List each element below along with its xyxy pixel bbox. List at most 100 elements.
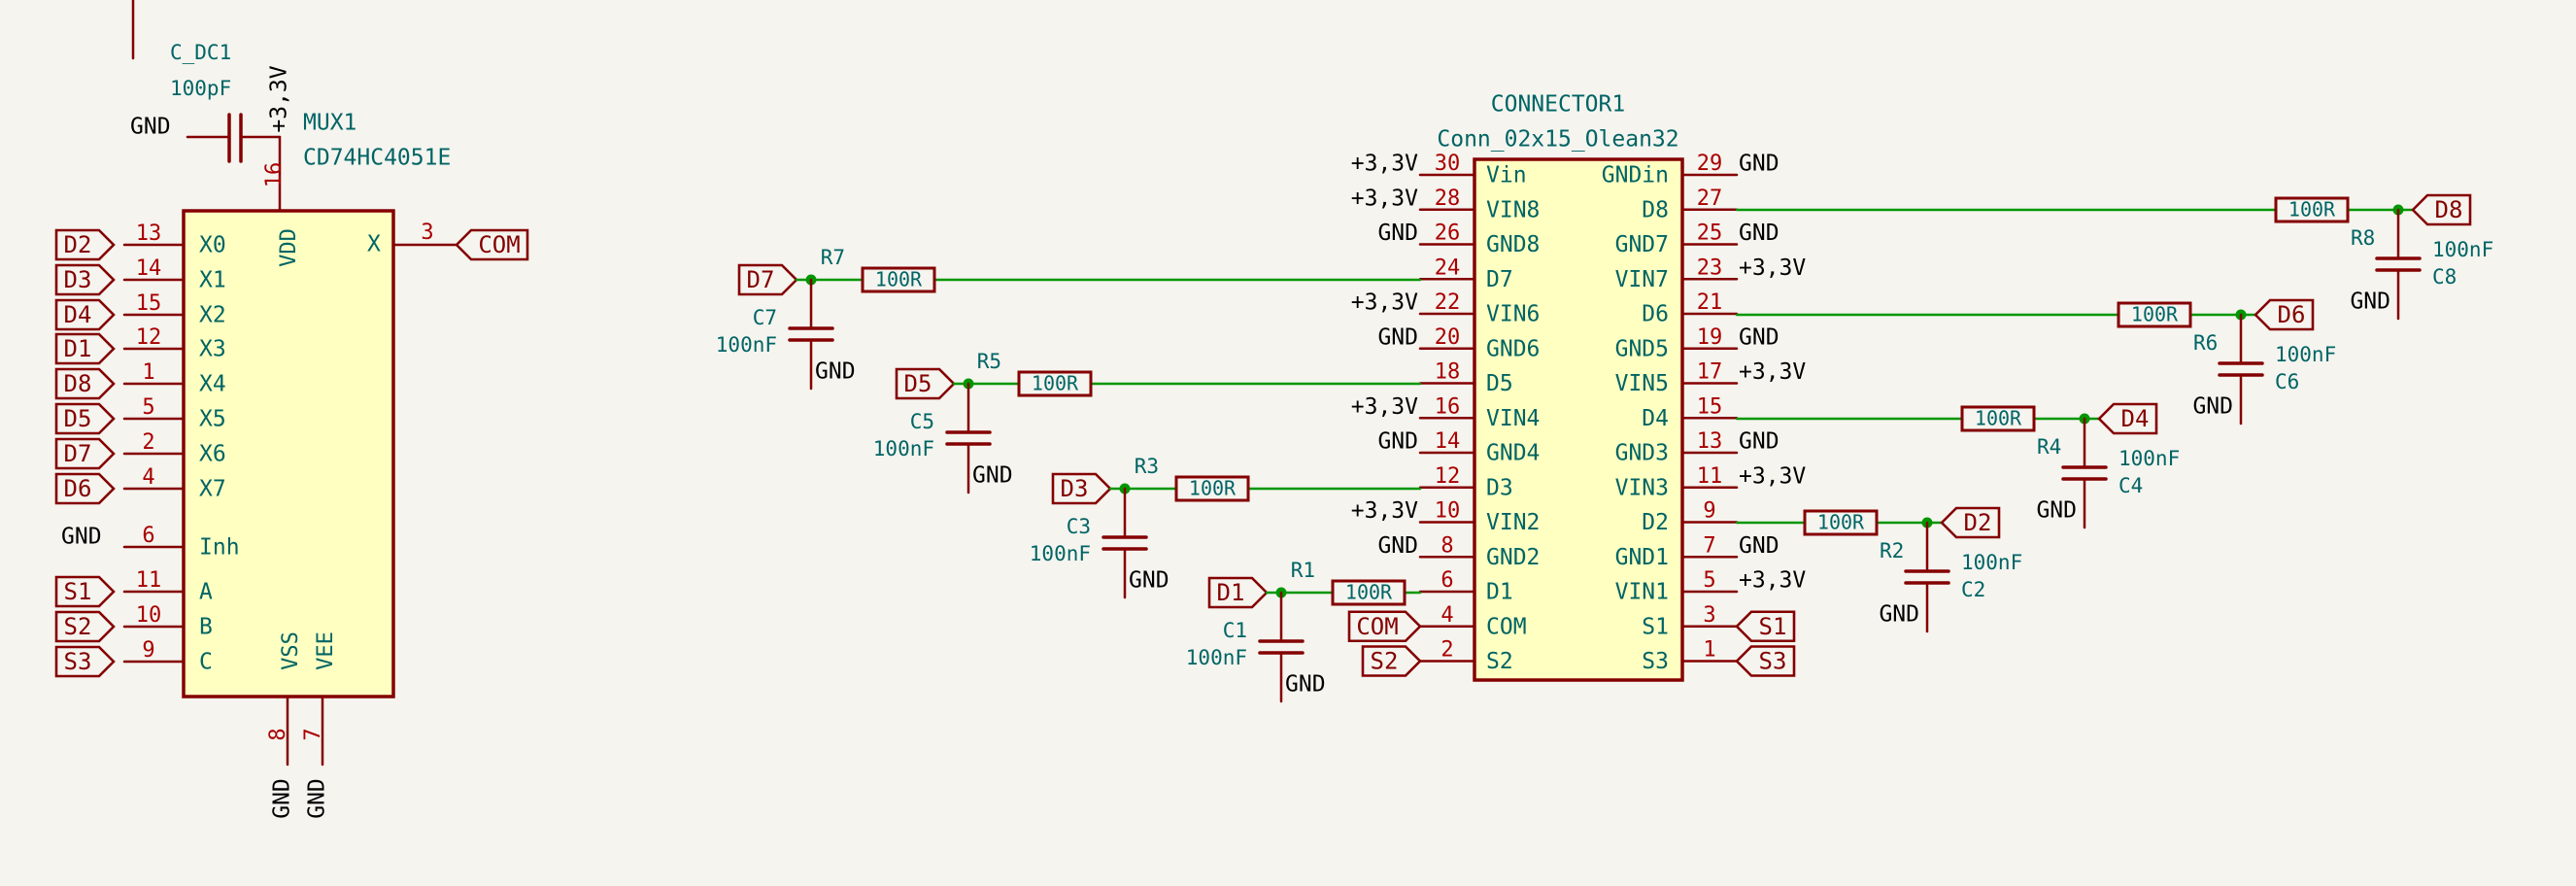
pin-number: 7 [1703, 533, 1715, 558]
resistor-value: 100R [1032, 372, 1079, 395]
label-outline [54, 263, 116, 296]
pin-name: S2 [1486, 649, 1513, 674]
label-s1: S1 [54, 575, 116, 608]
pin-name: VSS [279, 631, 303, 670]
vcc-net: +3,3V [267, 65, 292, 132]
pin-number: 23 [1697, 256, 1723, 280]
pin-name: X3 [199, 337, 226, 362]
capacitor-value: 100nF [873, 437, 934, 460]
label-outline [54, 575, 116, 608]
pin-number: 4 [142, 465, 154, 490]
label-d5: D5 [54, 402, 116, 435]
pin-name: GND6 [1486, 336, 1540, 361]
gnd-net: GND [2192, 394, 2233, 420]
pin-number: 10 [136, 603, 162, 628]
label-outline [54, 645, 116, 678]
label-text: S2 [1371, 648, 1399, 675]
power-net: GND [1739, 221, 1779, 246]
resistor-value: 100R [1345, 581, 1393, 604]
label-d6: D6 [2254, 298, 2315, 331]
pin-name: VDD [277, 228, 301, 267]
label-text: D4 [64, 301, 92, 328]
resistor-ref: R1 [1291, 559, 1315, 582]
label-text: COM [478, 231, 520, 258]
pin-name: D2 [1642, 510, 1669, 535]
label-text: D7 [747, 266, 775, 293]
label-d8: D8 [54, 367, 116, 400]
label-d3: D3 [1051, 472, 1112, 505]
label-d3: D3 [54, 263, 116, 296]
capacitor-ref: C8 [2432, 265, 2457, 289]
label-d6: D6 [54, 472, 116, 505]
label-text: S1 [1759, 613, 1787, 640]
label-text: D4 [2121, 405, 2150, 432]
pin-number: 19 [1697, 325, 1723, 350]
capacitor-ref: C3 [1067, 515, 1091, 538]
label-outline [54, 402, 116, 435]
label-text: D1 [1217, 579, 1245, 606]
label-s2: S2 [54, 610, 116, 643]
pin-number: 17 [1697, 360, 1723, 385]
label-outline [895, 367, 956, 400]
label-outline [1735, 645, 1796, 677]
pin-name: GND8 [1486, 232, 1540, 257]
pin-name: GND7 [1615, 232, 1669, 257]
pin-name: C [199, 650, 213, 675]
label-outline [1207, 576, 1269, 609]
pin-number: 4 [1441, 603, 1453, 628]
label-d2: D2 [1940, 506, 2001, 539]
label-d5: D5 [895, 367, 956, 400]
pin-number: 8 [1441, 533, 1453, 558]
label-outline [455, 228, 529, 261]
pin-name: B [199, 615, 213, 640]
pin-number: 6 [1441, 568, 1453, 593]
cap-cdc1-value: 100pF [170, 77, 231, 100]
resistor-ref: R6 [2193, 331, 2218, 355]
pin-name: D1 [1486, 580, 1513, 605]
label-d2: D2 [54, 228, 116, 261]
power-net: GND [1377, 429, 1418, 455]
pin-name: Vin [1486, 163, 1527, 188]
pin-name: GND4 [1486, 441, 1540, 466]
pin-name: X4 [199, 372, 226, 397]
label-d7: D7 [737, 263, 798, 296]
label-s1: S1 [1735, 610, 1796, 643]
pin-number: 16 [1435, 394, 1461, 419]
label-text: D1 [64, 335, 92, 362]
capacitor-value: 100nF [1186, 646, 1247, 669]
pin-number: 26 [1435, 222, 1461, 246]
connector-ref: CONNECTOR1 [1491, 92, 1625, 118]
pin-number: 7 [301, 728, 325, 740]
pin-name: D5 [1486, 371, 1513, 396]
label-d7: D7 [54, 437, 116, 470]
power-net: +3,3V [1351, 152, 1418, 177]
pin-number: 3 [1703, 603, 1715, 628]
power-net: +3,3V [1739, 359, 1806, 385]
pin-name: GND2 [1486, 545, 1540, 570]
pin-number: 18 [1435, 360, 1461, 385]
capacitor-ref: C4 [2118, 474, 2143, 497]
label-s3: S3 [1735, 645, 1796, 677]
capacitor-ref: C2 [1961, 578, 1985, 601]
capacitor-ref: C6 [2275, 370, 2299, 393]
power-net: GND [1739, 429, 1779, 455]
label-outline [1940, 506, 2001, 539]
label-text: S3 [64, 648, 92, 675]
label-outline [1361, 645, 1422, 677]
resistor-ref: R5 [977, 350, 1001, 373]
pin-name: GNDin [1602, 163, 1669, 188]
pin-number: 8 [266, 728, 290, 740]
pin-name: D3 [1486, 475, 1513, 500]
resistor-body [2117, 301, 2192, 328]
pin-number: 10 [1435, 499, 1461, 524]
pin-number: 9 [1703, 499, 1715, 524]
label-d4: D4 [2097, 402, 2158, 435]
power-net: GND [1377, 221, 1418, 246]
pin-number: 2 [1441, 638, 1453, 663]
label-d1: D1 [54, 332, 116, 365]
resistor-value: 100R [875, 268, 923, 291]
label-outline [54, 472, 116, 505]
label-text: D6 [64, 475, 92, 502]
label-text: D2 [64, 231, 92, 258]
label-com: COM [1347, 610, 1422, 643]
